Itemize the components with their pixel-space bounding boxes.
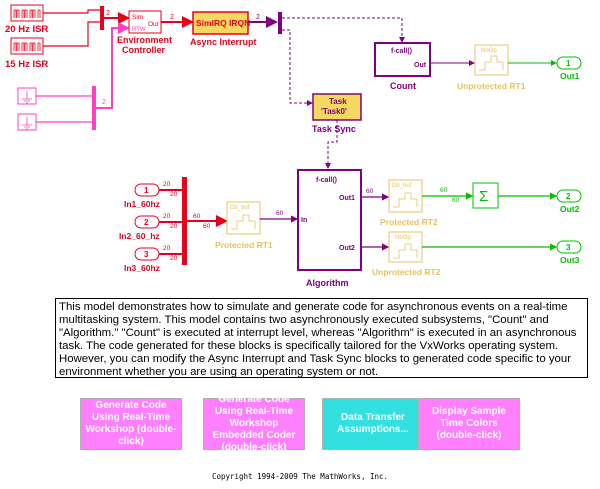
svg-text:1: 1 [566,59,571,68]
environment-controller-label: Environment [117,35,172,45]
svg-text:20: 20 [170,255,178,262]
svg-text:In: In [301,217,307,224]
svg-text:60: 60 [440,187,448,194]
pink-source-2[interactable] [17,113,37,131]
protected-rt1-label: Protected RT1 [215,240,273,250]
svg-text:20: 20 [163,245,171,252]
svg-text:NoOp: NoOp [395,235,411,241]
svg-text:60: 60 [203,223,211,230]
task-sync-label: Task Sync [312,124,356,134]
generate-code-rtw-button[interactable]: Generate Code Using Real-Time Workshop (… [80,398,182,450]
svg-text:60: 60 [276,210,284,217]
copyright-text: Copyright 1994-2009 The MathWorks, Inc. [211,472,389,481]
pink-source-1[interactable] [17,87,37,105]
svg-text:f-call(): f-call() [391,48,412,55]
svg-text:1: 1 [144,186,149,195]
svg-text:Sim: Sim [132,14,143,21]
svg-text:20: 20 [163,213,171,220]
async-interrupt-label: Async Interrupt [190,37,257,47]
svg-text:NoOp: NoOp [481,48,497,54]
out1-label: Out1 [560,71,580,81]
svg-text:RTW: RTW [132,27,146,33]
isr-20hz-label: 20 Hz ISR [5,24,48,35]
svg-text:20: 20 [170,223,178,230]
isr-15hz-label: 15 Hz ISR [5,59,48,70]
isr20-wire [43,9,100,14]
unprotected-rt2-block[interactable]: NoOp Unprotected RT2 [372,231,441,277]
algorithm-label: Algorithm [306,278,349,288]
svg-text:Out2: Out2 [339,245,355,252]
protected-rt2-label: Protected RT2 [380,217,438,227]
signal-label-env-async: 2 [170,14,174,21]
in3-label: In3_60hz [124,263,160,273]
protected-rt1-block[interactable]: Db_buf Protected RT1 [215,201,273,250]
in2-label: In2_60_hz [119,231,160,241]
algorithm-subsystem-block[interactable]: f-call() In Out1 Out2 Algorithm [297,169,362,288]
unprotected-rt1-label: Unprotected RT1 [457,81,526,91]
inport-2[interactable]: 2 In2_60_hz [119,215,160,241]
sum-block[interactable]: Σ [472,182,499,209]
inport-1[interactable]: 1 In1_60hz [124,183,160,209]
signal-label-pink: 2 [102,99,106,106]
svg-text:2: 2 [566,192,571,201]
async-interrupt-block[interactable]: SimIRQ IRQN Async Interrupt [190,11,257,47]
svg-text:60: 60 [366,188,374,195]
svg-text:60: 60 [452,197,460,204]
outport-2[interactable]: 2 Out2 [556,189,582,214]
svg-text:'Task0': 'Task0' [321,107,347,116]
count-label: Count [390,81,416,91]
count-subsystem-block[interactable]: f-call() Out Count [374,42,431,91]
unprotected-rt2-label: Unprotected RT2 [372,267,441,277]
isr-20hz-block[interactable]: 20 Hz ISR [5,4,48,35]
svg-text:20: 20 [170,191,178,198]
svg-text:Out: Out [414,62,427,69]
display-sample-time-colors-button[interactable]: Display Sample Time Colors (double-click… [418,398,520,450]
data-transfer-assumptions-button[interactable]: Data Transfer Assumptions... [322,398,424,450]
fcall-to-tasksync-wire [282,29,313,106]
purple-demux-bar[interactable] [278,12,282,34]
isr15-wire [43,21,100,47]
svg-text:60: 60 [193,213,201,220]
svg-text:Task: Task [329,97,347,106]
svg-text:Out1: Out1 [339,195,355,202]
generate-code-embedded-coder-button[interactable]: Generate Code Using Real-Time Workshop E… [203,394,305,453]
protected-rt2-block[interactable]: Db_buf Protected RT2 [380,179,438,227]
signal-label-mux-env: 2 [106,10,110,17]
outport-1[interactable]: 1 Out1 [556,56,582,81]
tasksync-to-algorithm-wire [325,120,338,169]
svg-text:20: 20 [163,181,171,188]
in1-label: In1_60hz [124,199,160,209]
svg-text:f-call(): f-call() [316,177,337,184]
outport-3[interactable]: 3 Out3 [556,240,582,265]
async-interrupt-title: SimIRQ IRQN [196,18,250,28]
fcall-to-count-wire [282,17,405,43]
out3-label: Out3 [560,255,580,265]
svg-text:3: 3 [566,243,571,252]
environment-controller-label-2: Controller [122,45,165,55]
model-description: This model demonstrates how to simulate … [55,298,588,378]
sum-symbol: Σ [479,188,488,205]
red-bus-bar[interactable] [182,177,187,265]
pink-mux-bar[interactable] [92,86,96,130]
svg-text:3: 3 [144,250,149,259]
inport-3[interactable]: 3 In3_60hz [124,247,160,273]
pink-to-env-wire [96,22,130,109]
svg-text:Db_buf: Db_buf [230,205,250,211]
isr-15hz-block[interactable]: 15 Hz ISR [5,37,48,70]
svg-text:2: 2 [256,14,260,21]
svg-text:Out: Out [148,21,159,28]
svg-text:2: 2 [144,218,149,227]
unprotected-rt1-block[interactable]: NoOp Unprotected RT1 [457,44,526,91]
environment-controller-block[interactable]: Sim Out RTW Environment Controller [117,10,172,55]
svg-text:Db_buf: Db_buf [392,183,412,189]
red-mux-bar[interactable] [100,6,104,30]
out2-label: Out2 [560,204,580,214]
